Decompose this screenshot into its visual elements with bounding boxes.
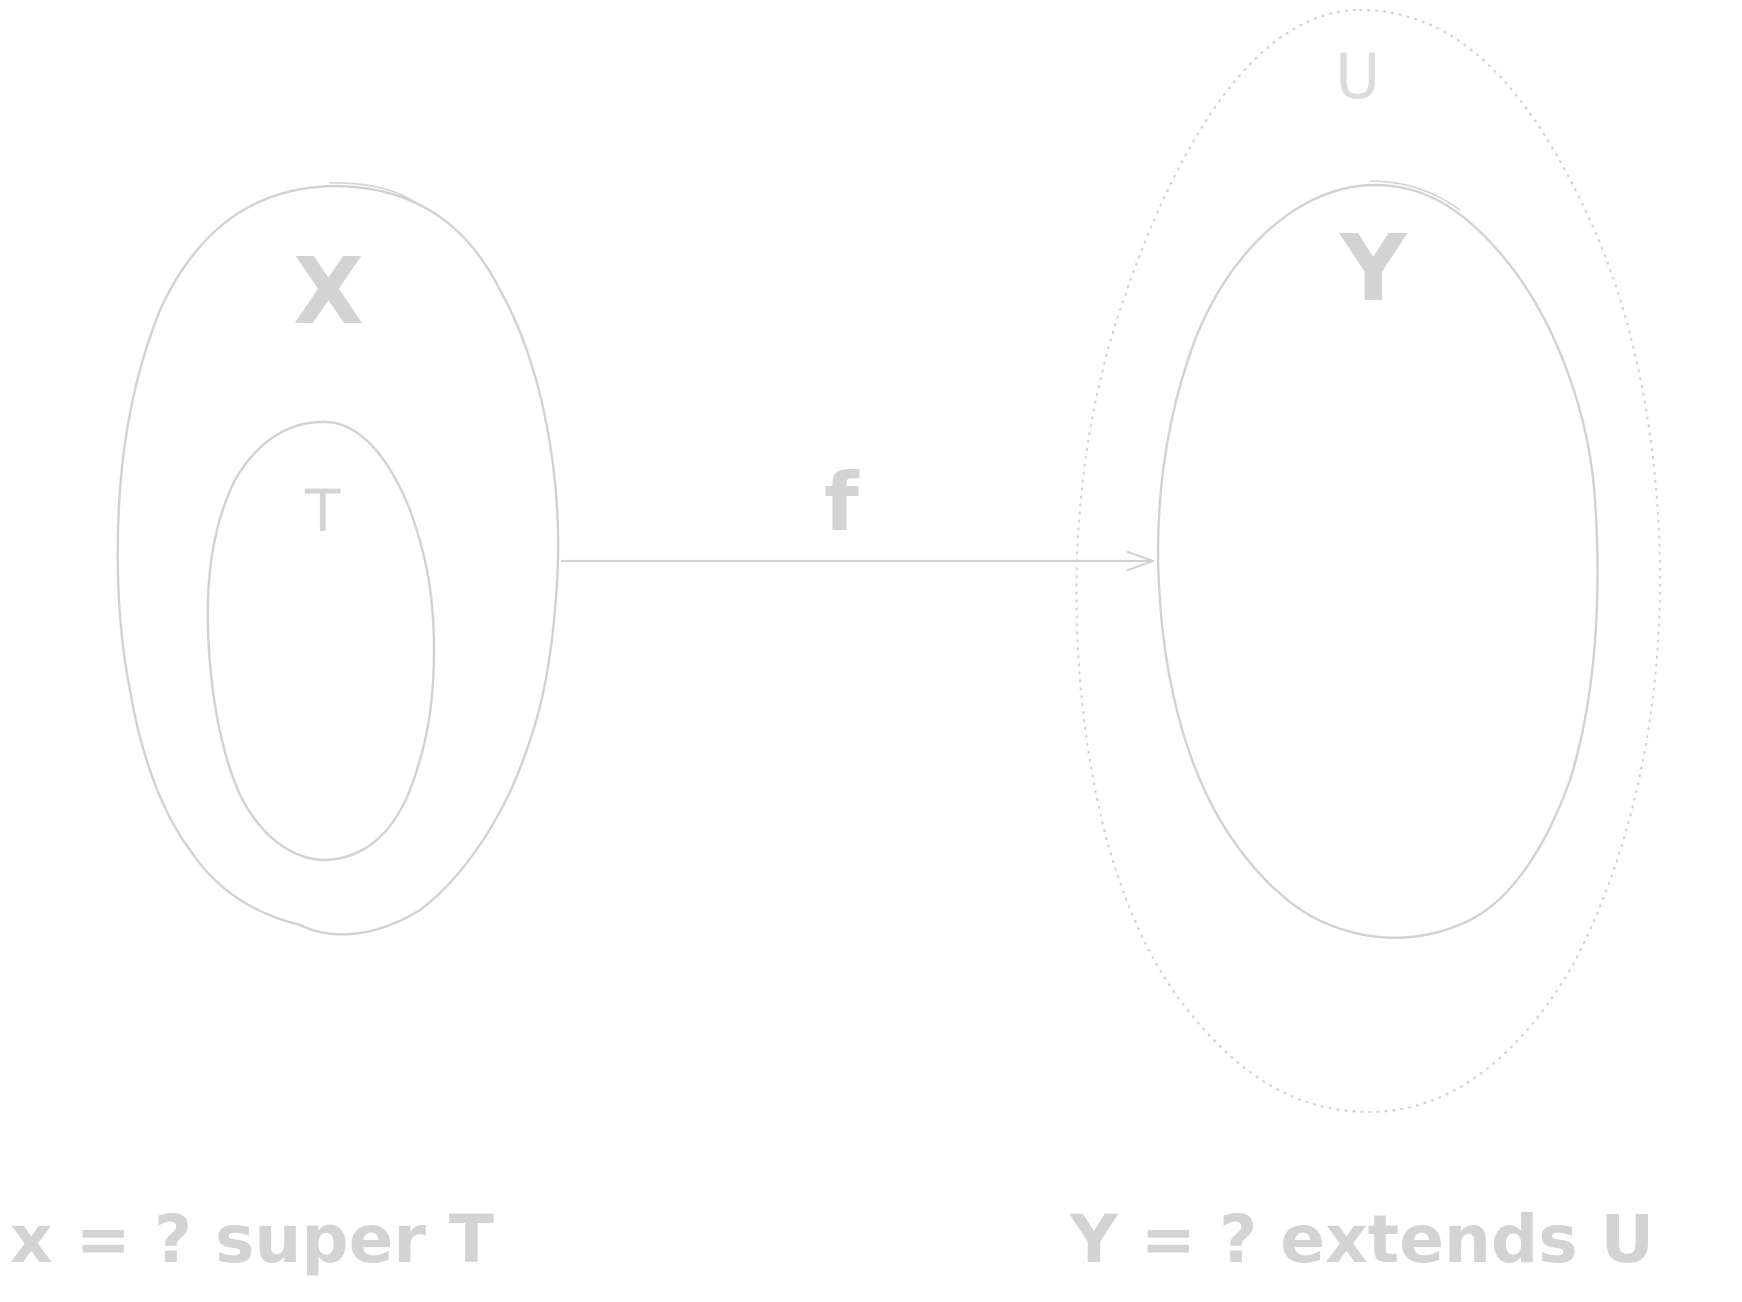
set-x: X: [116, 182, 560, 936]
set-x-label: X: [293, 238, 364, 345]
arrow-f: f: [560, 456, 1155, 572]
caption-right: Y = ? extends U: [1069, 1201, 1654, 1278]
set-t: T: [206, 420, 436, 862]
caption-left: x = ? super T: [10, 1201, 494, 1278]
set-y: Y: [1156, 180, 1599, 939]
set-u-label: U: [1335, 40, 1380, 113]
set-y-label: Y: [1339, 215, 1408, 322]
arrow-f-label: f: [824, 456, 860, 549]
set-u: U: [1075, 8, 1662, 1114]
set-t-label: T: [304, 477, 341, 545]
